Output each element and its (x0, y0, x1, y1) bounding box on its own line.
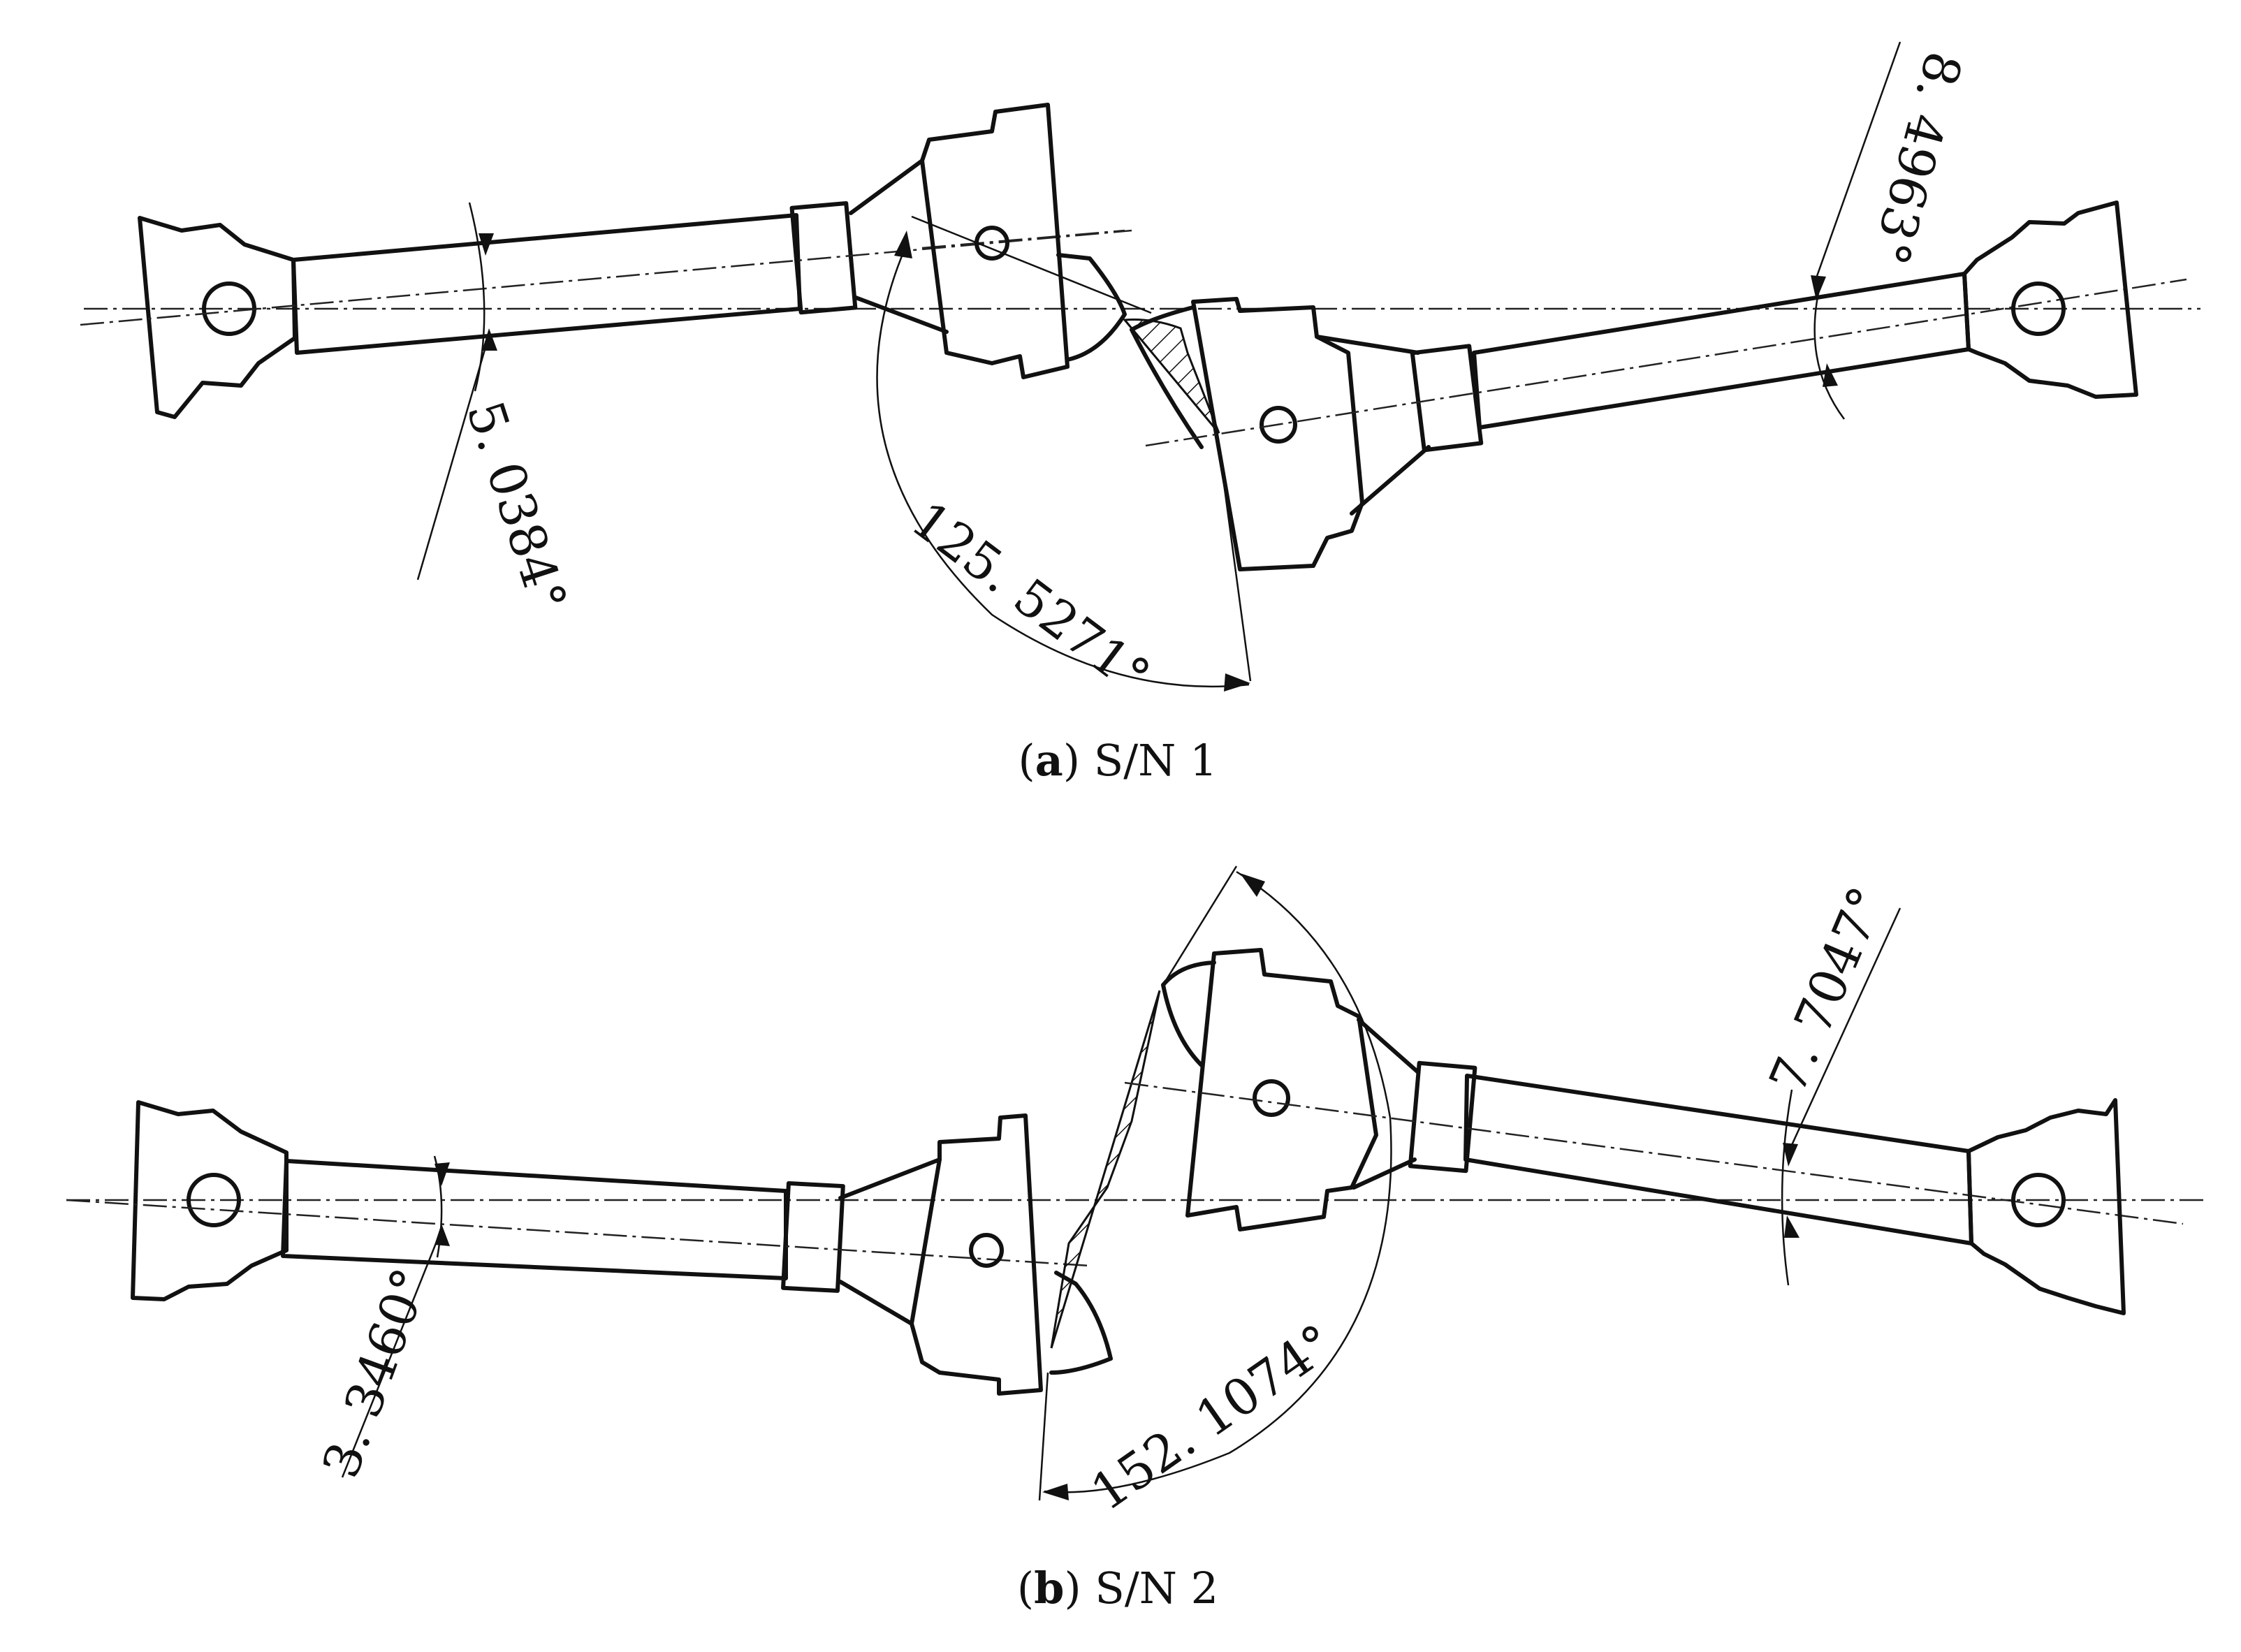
left-shaft (281, 1159, 788, 1280)
arrow (894, 231, 912, 258)
arrow (435, 1224, 450, 1246)
dim-ext-b (1218, 446, 1252, 682)
right-neck (1315, 335, 1431, 516)
arrow (479, 233, 494, 256)
dim-arc-right-a (1813, 286, 1846, 420)
arrow (1224, 673, 1250, 692)
panel-b: 3. 3460° 152. 1074° 7. 7047° (b) S/N 2 (66, 865, 2207, 1614)
dim-arc-mid-a (876, 240, 1250, 688)
right-yoke-pin (2011, 282, 2066, 336)
leader-line (1815, 41, 1901, 279)
interference-area-b (1050, 990, 1161, 1349)
right-housing (1185, 948, 1378, 1231)
right-joint-dome (1130, 305, 1204, 449)
right-shaft-axis (1145, 278, 2187, 447)
arrow (435, 1162, 450, 1186)
yoke-pin (187, 1173, 241, 1227)
angle-label-b2: 152. 1074° (1081, 1313, 1345, 1522)
slip-sleeve (781, 1181, 845, 1293)
leader-line (416, 335, 490, 580)
right-shaft (1463, 1074, 1973, 1245)
left-yoke (138, 216, 297, 419)
right-housing-pin (1253, 1079, 1290, 1117)
dim-arc-left-a (468, 202, 486, 392)
right-neck (1352, 1018, 1420, 1190)
leader-line (341, 1229, 443, 1478)
caption-b: (b) S/N 2 (1017, 1563, 1218, 1614)
right-housing-pin (1260, 406, 1297, 444)
left-neck (838, 1157, 942, 1326)
left-neck (849, 159, 949, 334)
left-housing (920, 103, 1070, 379)
arrow (1811, 275, 1826, 300)
right-yoke (1962, 200, 2138, 399)
left-shaft-axis (80, 229, 1132, 326)
right-yoke (1966, 1098, 2126, 1315)
left-housing (910, 1113, 1043, 1396)
dim-ext-b (1038, 1372, 1049, 1501)
panel-a: 5. 0384° 125. 5271° 8. 4963° (a) S/N 1 (80, 41, 2200, 786)
angle-label-a2: 125. 5271° (901, 490, 1161, 706)
angle-label-a1: 5. 0384° (455, 394, 578, 619)
left-joint-dome (1049, 1271, 1113, 1375)
dim-arc-mid-b (1044, 870, 1392, 1493)
arrow (1823, 363, 1838, 387)
dim-ext-a (911, 215, 1152, 314)
dim-arc-right-b (1781, 1089, 1793, 1286)
right-slip-sleeve (1410, 344, 1484, 453)
arrow (1784, 1215, 1800, 1238)
angle-label-b1: 3. 3460° (311, 1261, 440, 1485)
right-shaft (1472, 272, 1971, 430)
right-joint-dome (1161, 960, 1216, 1067)
left-shaft (291, 213, 802, 355)
caption-a: (a) S/N 1 (1018, 735, 1217, 786)
left-housing-pin (969, 1233, 1004, 1268)
leader-line (1787, 907, 1901, 1153)
left-yoke (131, 1100, 289, 1301)
dim-ext-a (1162, 865, 1238, 986)
interference-area-a (1122, 319, 1220, 434)
left-shaft-axis (66, 1199, 1090, 1267)
right-housing (1191, 297, 1364, 571)
arrow (1240, 873, 1265, 897)
right-shaft-axis (1124, 1081, 2184, 1225)
angle-label-a3: 8. 4963° (1860, 46, 1973, 271)
arrow (1042, 1484, 1069, 1500)
right-yoke-pin (2011, 1173, 2066, 1227)
arrow (1783, 1143, 1798, 1167)
right-slip-sleeve (1408, 1060, 1477, 1174)
left-shaft-axis-ext (921, 229, 1125, 249)
left-joint-dome (1056, 253, 1127, 362)
